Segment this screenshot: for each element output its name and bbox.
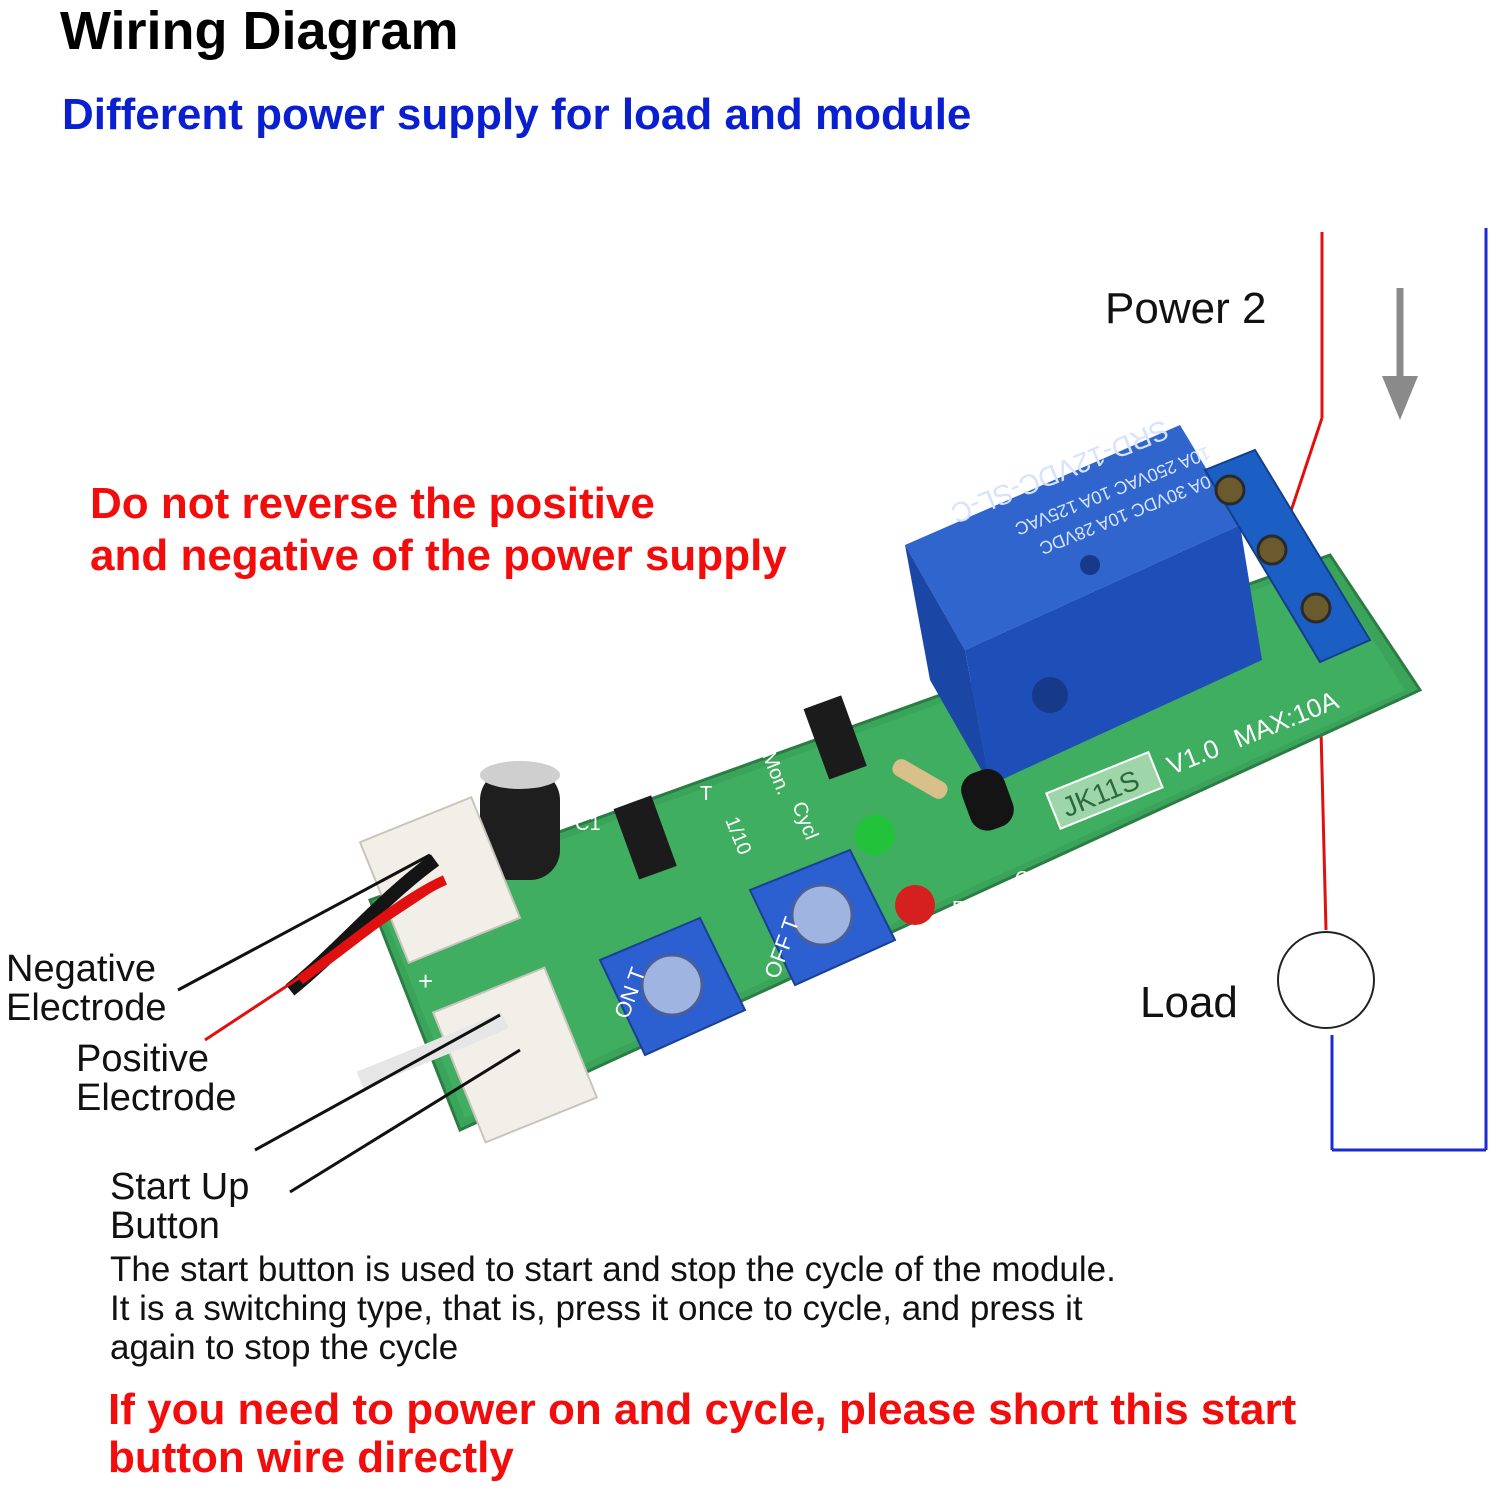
page-title: Wiring Diagram xyxy=(60,1,459,61)
time-scale-jumper xyxy=(613,795,677,880)
start-button-connector xyxy=(431,966,599,1144)
page-subtitle: Different power supply for load and modu… xyxy=(62,90,972,139)
positive-leader-line xyxy=(204,883,441,1042)
description-line3: again to stop the cycle xyxy=(110,1328,459,1367)
screw-terminal xyxy=(1203,448,1372,664)
transistor xyxy=(961,769,1014,831)
start-leader-line-1 xyxy=(254,1013,501,1152)
pcb-plus-label: + xyxy=(418,966,433,996)
power2-label: Power 2 xyxy=(1105,284,1267,333)
start-button-line1: Start Up xyxy=(110,1166,250,1208)
positive-electrode-label: Positive Electrode xyxy=(76,1040,237,1118)
polarity-warning-line1: Do not reverse the positive xyxy=(90,479,655,528)
negative-leader-line xyxy=(177,853,431,992)
red-led xyxy=(895,885,935,925)
positive-electrode-line1: Positive xyxy=(76,1038,210,1080)
resistor xyxy=(892,759,948,799)
mode-jumper xyxy=(803,695,867,780)
polarity-warning: Do not reverse the positive and negative… xyxy=(90,478,787,582)
on-time-potentiometer xyxy=(598,916,747,1057)
power-on-cycle-note: If you need to power on and cycle, pleas… xyxy=(108,1386,1296,1482)
negative-electrode-label: Negative Electrode xyxy=(6,950,167,1028)
capacitor xyxy=(480,761,560,880)
current-arrow-icon xyxy=(1382,288,1418,420)
pcb-t-label: T xyxy=(700,783,712,805)
load-symbol xyxy=(1277,931,1375,1029)
relay-component: SRD-12VDC-SL-C 10A 250VAC 10A 125VAC 10A… xyxy=(905,414,1262,785)
description-line2: It is a switching type, that is, press i… xyxy=(110,1289,1083,1328)
start-button-description: The start button is used to start and st… xyxy=(110,1250,1116,1367)
positive-electrode-line2: Electrode xyxy=(76,1077,237,1119)
polarity-warning-line2: and negative of the power supply xyxy=(90,531,787,580)
negative-electrode-line1: Negative xyxy=(6,948,156,990)
pcb-q1-label: Q1 xyxy=(1015,868,1042,890)
start-leader-line-2 xyxy=(289,1048,521,1194)
pcb-c1-label: C1 xyxy=(575,813,601,835)
start-button-label: Start Up Button xyxy=(110,1168,249,1246)
description-line1: The start button is used to start and st… xyxy=(110,1250,1116,1289)
note-line2: button wire directly xyxy=(108,1433,514,1482)
negative-electrode-line2: Electrode xyxy=(6,987,167,1029)
note-line1: If you need to power on and cycle, pleas… xyxy=(108,1385,1297,1434)
green-led xyxy=(855,815,895,855)
start-button-line2: Button xyxy=(110,1205,220,1247)
pcb-r-label: R xyxy=(952,898,966,920)
load-label: Load xyxy=(1140,978,1238,1027)
off-time-potentiometer xyxy=(748,848,897,987)
